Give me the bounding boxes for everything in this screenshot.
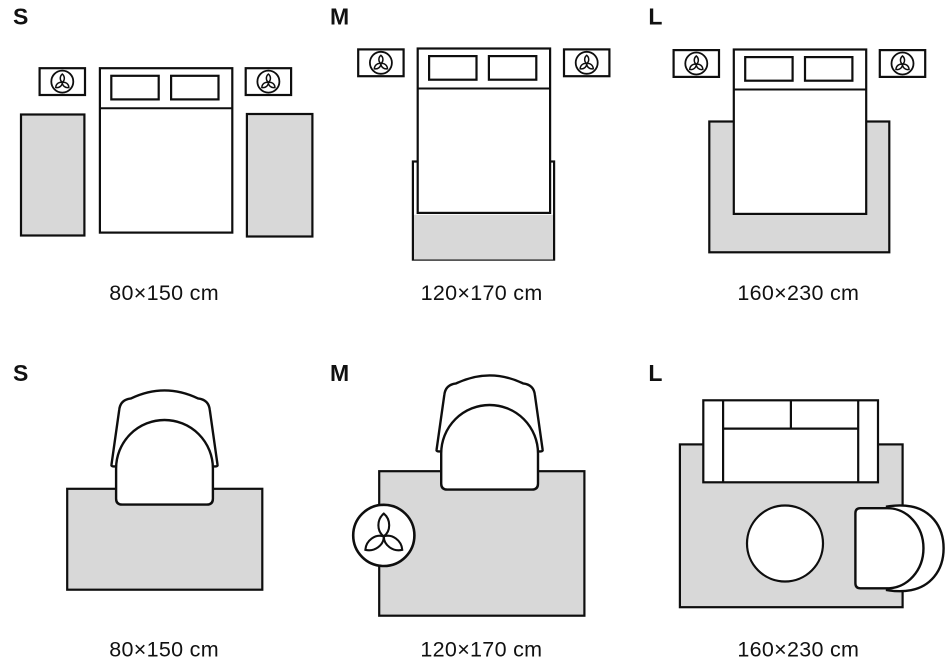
svg-text:L: L	[648, 360, 662, 386]
svg-text:160×230 cm: 160×230 cm	[737, 281, 859, 305]
svg-text:M: M	[330, 360, 349, 386]
svg-text:S: S	[13, 4, 28, 30]
svg-text:120×170 cm: 120×170 cm	[421, 281, 543, 305]
svg-text:80×150 cm: 80×150 cm	[109, 638, 219, 662]
svg-text:M: M	[330, 4, 349, 30]
svg-text:L: L	[648, 4, 662, 30]
svg-text:160×230 cm: 160×230 cm	[737, 638, 859, 662]
svg-text:120×170 cm: 120×170 cm	[420, 638, 542, 662]
svg-text:S: S	[13, 360, 28, 386]
svg-text:80×150 cm: 80×150 cm	[109, 281, 219, 305]
